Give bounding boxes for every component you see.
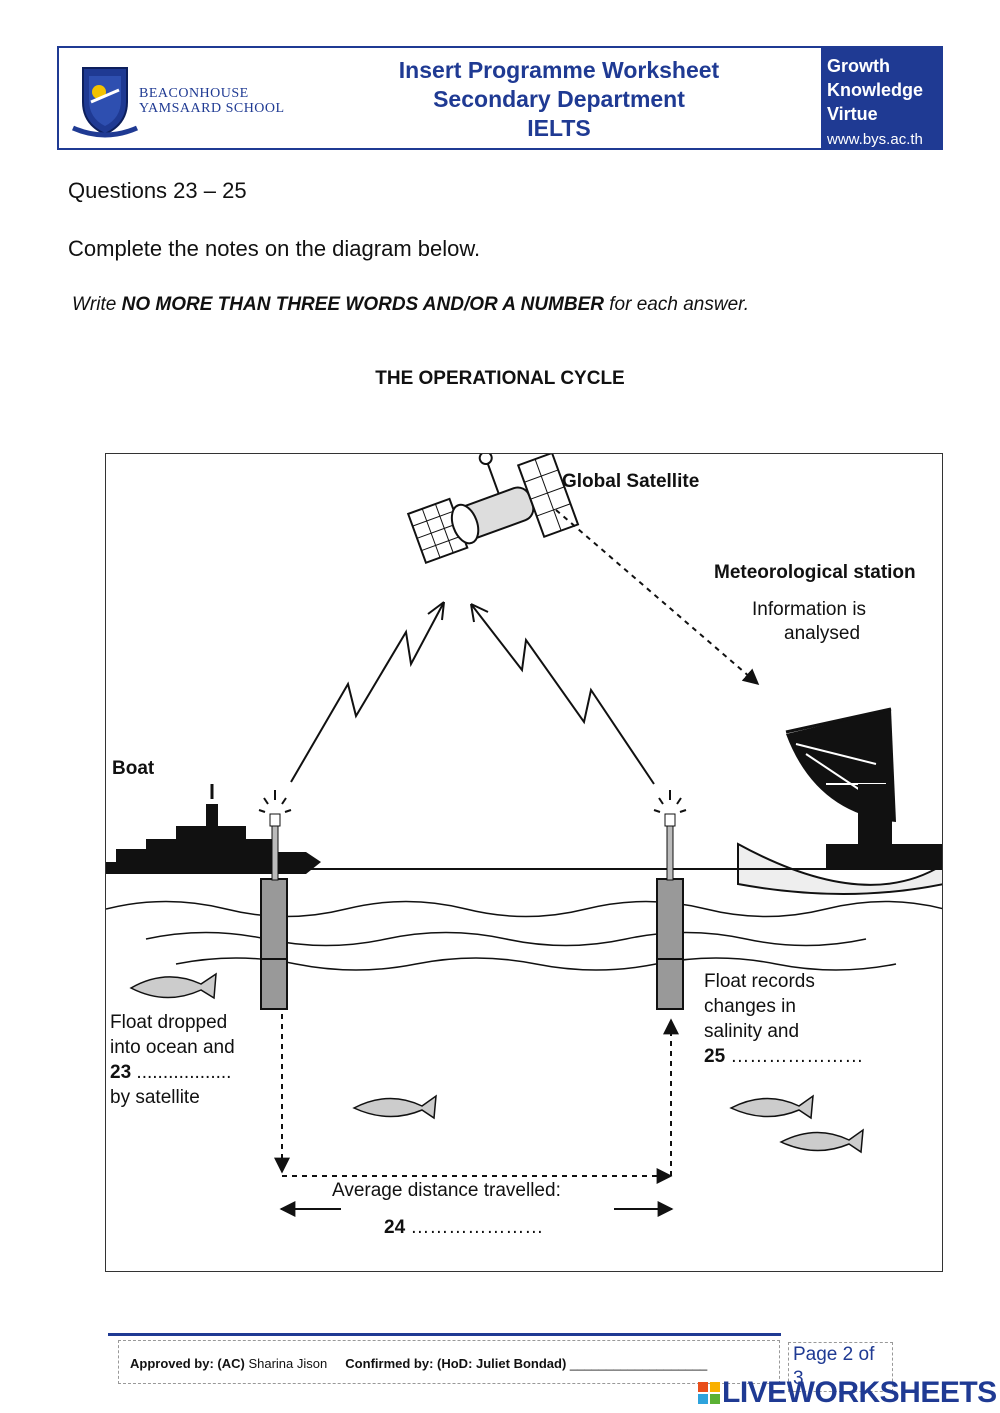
- question-24-number: 24: [384, 1217, 406, 1238]
- station-note-line2: analysed: [784, 623, 861, 644]
- confirmed-blank: ___________________: [566, 1356, 708, 1371]
- station-label: Meteorological station: [714, 562, 916, 583]
- satellite-to-station-arrow: [555, 509, 760, 686]
- questions-heading: Questions 23 – 25: [68, 178, 247, 203]
- signal-bolt-right: [470, 603, 655, 785]
- left-note-line1: Float dropped: [110, 1012, 228, 1033]
- motto-knowledge: Knowledge: [827, 80, 924, 100]
- motto-virtue: Virtue: [827, 104, 878, 124]
- diagram-title: THE OPERATIONAL CYCLE: [375, 368, 625, 389]
- boat-icon: [106, 784, 321, 874]
- left-note-line4: by satellite: [110, 1087, 200, 1108]
- right-note: Float records changes in salinity and 25…: [704, 969, 863, 1069]
- approved-name: Sharina Jison: [244, 1356, 328, 1371]
- boat-label: Boat: [112, 758, 155, 779]
- liveworksheets-brand[interactable]: LIVEWORKSHEETS: [722, 1376, 997, 1409]
- left-note-line2: into ocean and: [110, 1037, 235, 1058]
- worksheet-titles: Insert Programme Worksheet Secondary Dep…: [319, 56, 799, 143]
- word-limit-instruction: Write NO MORE THAN THREE WORDS AND/OR A …: [72, 294, 749, 316]
- right-note-line1: Float records: [704, 971, 815, 992]
- question-24[interactable]: 24 …………………: [384, 1215, 543, 1240]
- school-crest-logo: [71, 67, 139, 138]
- float-right-icon: [653, 790, 687, 1010]
- question-25-number: 25: [704, 1046, 726, 1067]
- school-name-line2: Yamsaard School: [139, 101, 285, 116]
- worksheet-title: Insert Programme Worksheet: [398, 57, 720, 83]
- subject-title: IELTS: [527, 115, 591, 141]
- question-23-blank[interactable]: ..................: [136, 1062, 232, 1083]
- question-25-blank[interactable]: …………………: [730, 1046, 864, 1067]
- write-suffix: for each answer.: [604, 294, 750, 315]
- satellite-icon: [406, 454, 580, 565]
- diagram-drawing: [106, 454, 942, 1217]
- page-number: Page 2 of 3: [788, 1342, 893, 1392]
- question-25[interactable]: 25 …………………: [704, 1044, 863, 1069]
- satellite-dish-icon: [737, 707, 942, 895]
- station-note-line1: Information is: [752, 599, 867, 620]
- questions-instruction: Complete the notes on the diagram below.: [68, 236, 481, 261]
- document-header: Beaconhouse Yamsaard School Insert Progr…: [57, 46, 943, 150]
- school-url: www.bys.ac.th: [827, 131, 923, 148]
- fish-icon: [129, 972, 864, 1154]
- footer-divider: [108, 1333, 781, 1336]
- float-left-icon: [258, 790, 292, 1010]
- distance-label: Average distance travelled:: [332, 1180, 561, 1201]
- motto-growth: Growth: [827, 56, 890, 76]
- footer-box: [118, 1340, 780, 1384]
- confirmed-label: Confirmed by: (HoD: Juliet Bondad): [345, 1356, 567, 1371]
- school-motto-panel: Growth Knowledge Virtue www.bys.ac.th: [821, 48, 941, 148]
- satellite-label: Global Satellite: [562, 471, 700, 492]
- liveworksheets-logo-icon: [698, 1382, 720, 1404]
- department-title: Secondary Department: [433, 86, 685, 112]
- approved-label: Approved by: (AC): [130, 1356, 245, 1371]
- question-23[interactable]: 23 ..................: [110, 1060, 235, 1085]
- left-note: Float dropped into ocean and 23 ........…: [110, 1010, 235, 1110]
- right-note-line3: salinity and: [704, 1021, 800, 1042]
- waves: [106, 900, 942, 971]
- signal-bolt-left: [290, 601, 445, 783]
- operational-cycle-diagram: Global Satellite Meteorological station …: [105, 453, 943, 1272]
- school-name: Beaconhouse Yamsaard School: [139, 86, 285, 116]
- right-note-line2: changes in: [704, 996, 796, 1017]
- question-23-number: 23: [110, 1062, 132, 1083]
- word-limit: NO MORE THAN THREE WORDS AND/OR A NUMBER: [121, 294, 604, 315]
- write-prefix: Write: [72, 294, 122, 315]
- footer-approval: Approved by: (AC) Sharina Jison Confirme…: [130, 1356, 707, 1371]
- question-24-blank[interactable]: …………………: [410, 1217, 544, 1238]
- school-name-line1: Beaconhouse: [139, 86, 249, 101]
